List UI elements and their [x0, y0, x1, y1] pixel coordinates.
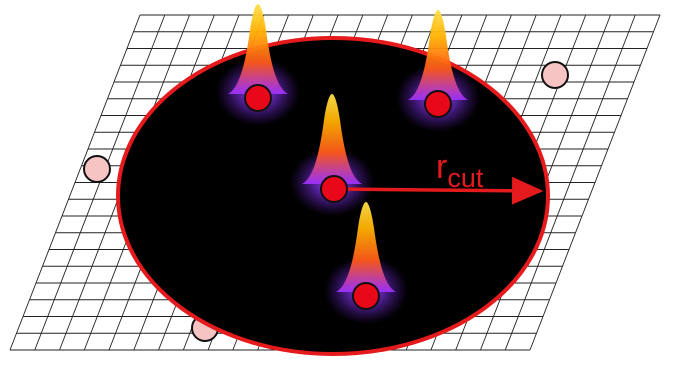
- outer-atom: [83, 155, 111, 183]
- cutoff-arrow: [333, 176, 544, 205]
- density-peaks: [228, 4, 468, 292]
- center-atom: [424, 90, 452, 118]
- center-atom: [244, 84, 272, 112]
- peak: [228, 4, 288, 94]
- cutoff-label-subscript: cut: [447, 163, 484, 193]
- peak: [336, 202, 396, 292]
- center-atom: [320, 175, 348, 203]
- peak: [408, 10, 468, 100]
- cutoff-label: rcut: [436, 148, 484, 193]
- peak: [302, 94, 362, 184]
- outer-atom: [541, 61, 569, 89]
- center-atoms: [244, 84, 452, 310]
- center-atom: [352, 282, 380, 310]
- cutoff-label-base: r: [436, 148, 447, 186]
